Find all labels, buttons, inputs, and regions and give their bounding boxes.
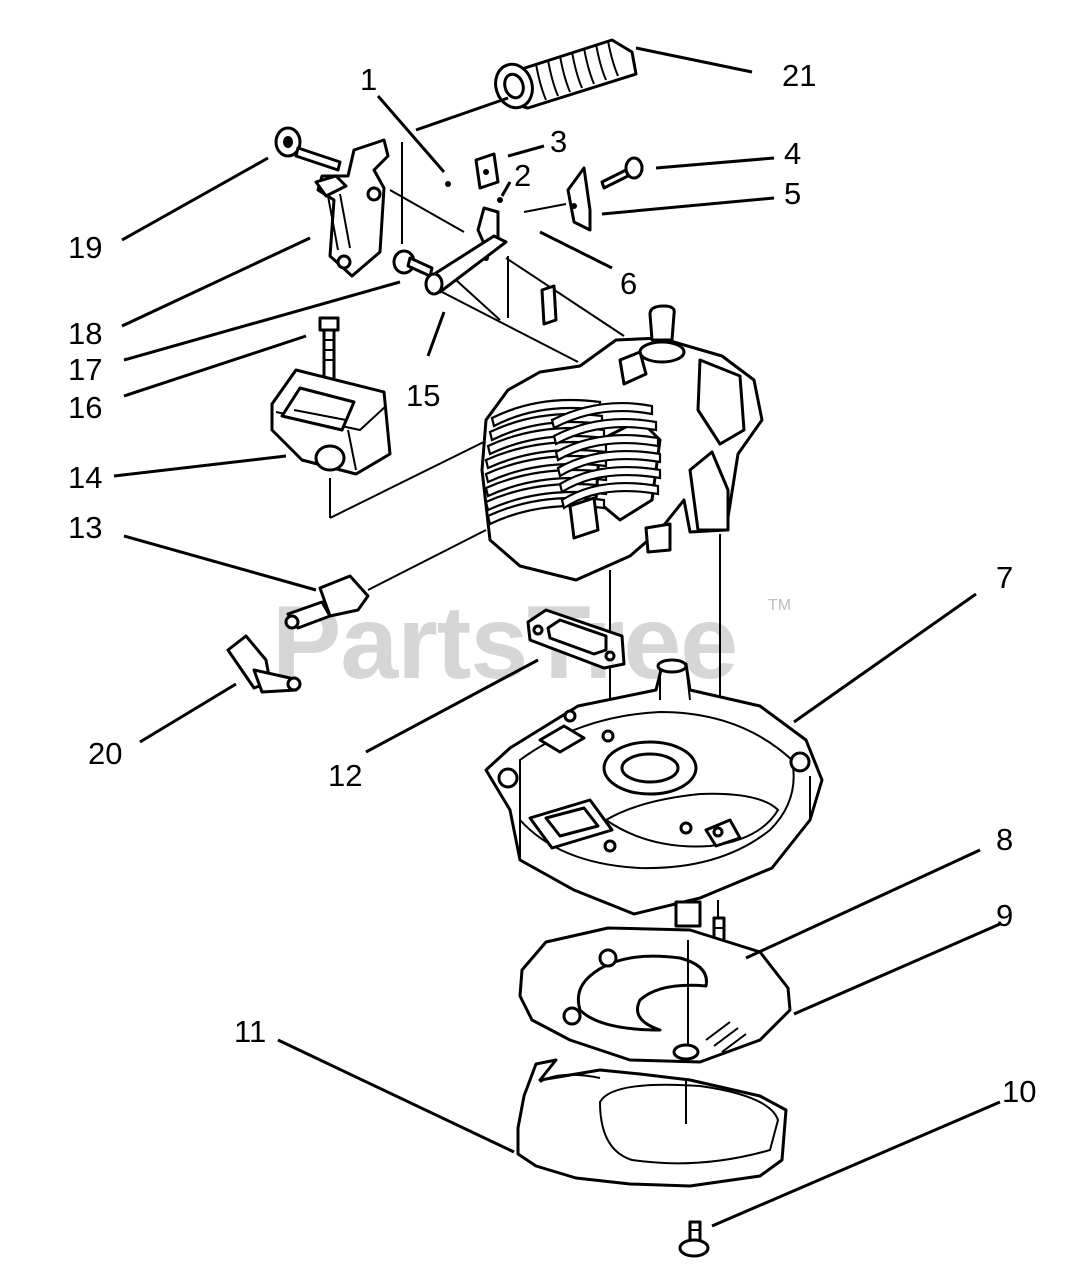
part-5-plate[interactable] (566, 166, 592, 232)
callout-19[interactable]: 19 (68, 230, 102, 265)
part-17-screw[interactable] (392, 249, 434, 278)
callout-20[interactable]: 20 (88, 736, 122, 771)
part-12-gasket[interactable] (526, 608, 626, 670)
part-13-spark-plug[interactable] (284, 529, 487, 630)
part-1-dot (445, 181, 451, 187)
watermark-trademark: TM (768, 597, 791, 614)
engine-cylinder[interactable] (480, 284, 764, 840)
part-14-muffler[interactable] (270, 368, 501, 519)
part-7-housing[interactable] (484, 658, 824, 928)
part-10-screw[interactable] (678, 1220, 710, 1258)
callout-6[interactable]: 6 (620, 266, 637, 301)
part-11-cover[interactable] (516, 1058, 788, 1188)
callout-9[interactable]: 9 (996, 898, 1013, 933)
callout-7[interactable]: 7 (996, 560, 1013, 595)
callout-18[interactable]: 18 (68, 316, 102, 351)
callout-1[interactable]: 1 (360, 62, 377, 97)
part-4-screw[interactable] (600, 156, 644, 190)
part-18-bracket[interactable] (314, 138, 465, 278)
callout-2[interactable]: 2 (514, 158, 531, 193)
callout-3[interactable]: 3 (550, 124, 567, 159)
part-3-clip[interactable] (474, 152, 500, 190)
callout-10[interactable]: 10 (1002, 1074, 1036, 1109)
callout-5[interactable]: 5 (784, 176, 801, 211)
callout-21[interactable]: 21 (782, 58, 816, 93)
part-15-link[interactable] (424, 234, 508, 296)
part-19-screw[interactable] (274, 126, 342, 172)
part-6-rod[interactable] (523, 203, 567, 213)
callout-labels: 1 2 3 4 5 6 7 8 9 10 11 12 13 14 15 16 1… (68, 58, 1036, 1109)
callout-13[interactable]: 13 (68, 510, 102, 545)
callout-15[interactable]: 15 (406, 378, 440, 413)
leader-lines (113, 46, 1001, 1228)
callout-14[interactable]: 14 (68, 460, 102, 495)
callout-16[interactable]: 16 (68, 390, 102, 425)
part-20-boot[interactable] (226, 634, 302, 694)
callout-8[interactable]: 8 (996, 822, 1013, 857)
callout-4[interactable]: 4 (784, 136, 801, 171)
callout-12[interactable]: 12 (328, 758, 362, 793)
callout-11[interactable]: 11 (234, 1014, 266, 1049)
callout-17[interactable]: 17 (68, 352, 102, 387)
part-21-hose[interactable] (490, 38, 638, 112)
part-9-plate[interactable] (518, 926, 792, 1064)
